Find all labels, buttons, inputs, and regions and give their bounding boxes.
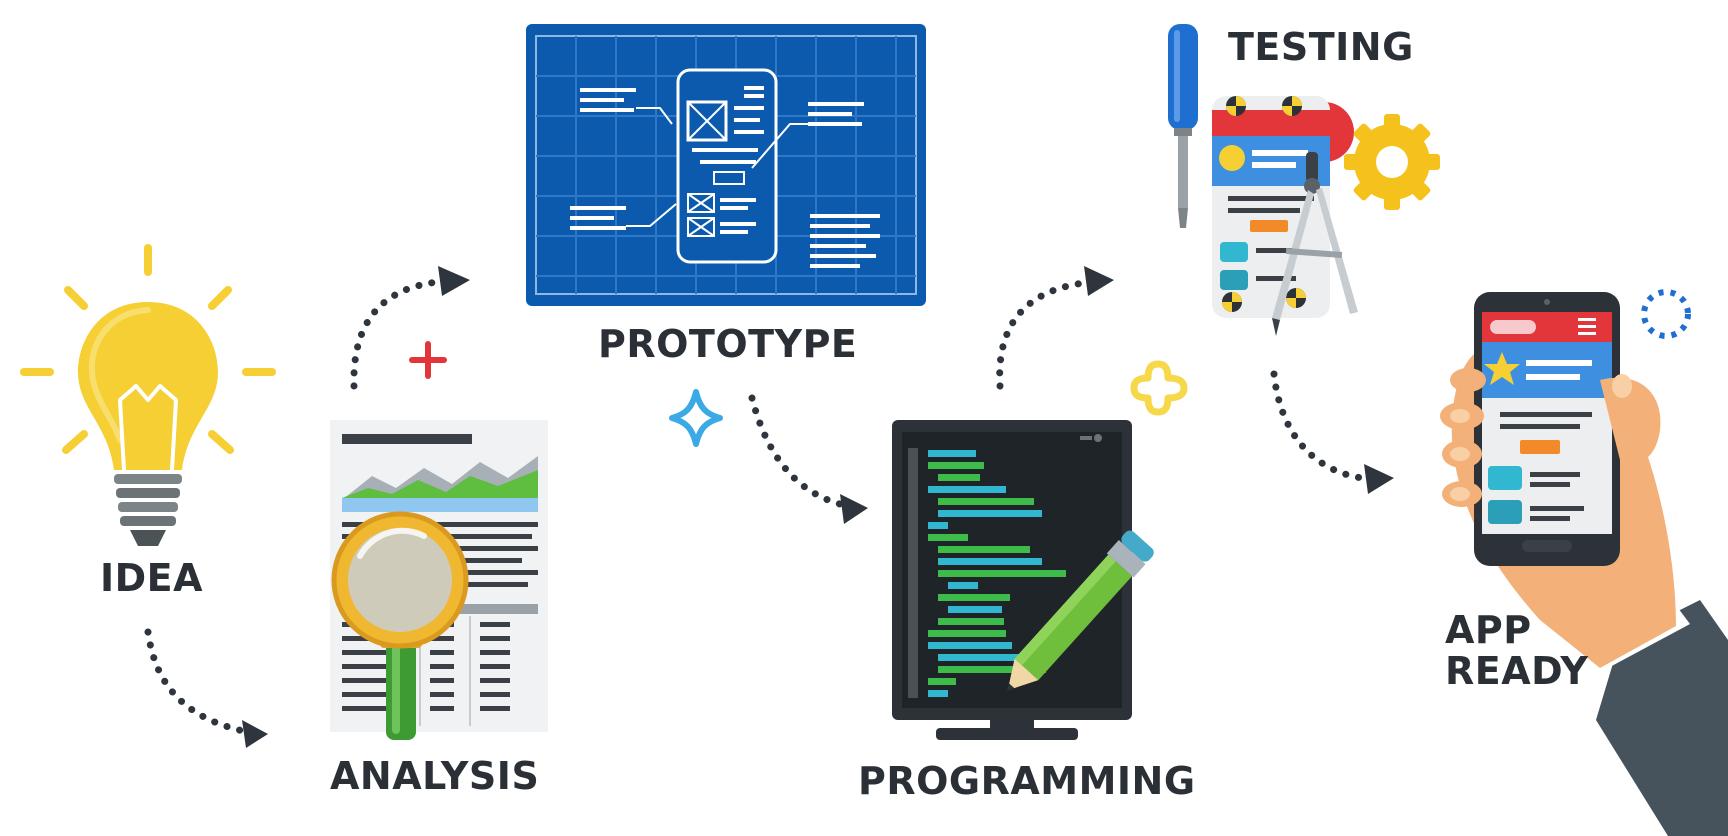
code-line — [938, 594, 1010, 601]
arrow-idea-to-analysis — [144, 628, 252, 736]
code-line — [938, 618, 1004, 625]
sparkle-icon — [669, 389, 723, 447]
test-phone-mockup — [1212, 96, 1330, 318]
arrowhead-programming-to-testing — [1084, 266, 1114, 296]
arrow-analysis-to-prototype — [350, 278, 442, 390]
blueprint-icon — [526, 24, 926, 306]
code-monitor-icon — [892, 420, 1132, 740]
code-line — [948, 582, 978, 589]
arrow-prototype-to-programming — [748, 394, 852, 510]
arrowhead-analysis-to-prototype — [438, 266, 470, 296]
stage-label-programming: PROGRAMMING — [858, 759, 1196, 803]
code-line — [928, 678, 956, 685]
code-line — [938, 570, 1066, 577]
code-line — [928, 486, 1006, 493]
stage-label-idea: IDEA — [100, 556, 204, 600]
stage-label-testing: TESTING — [1228, 25, 1414, 69]
code-line — [938, 654, 1042, 661]
pencil-icon — [1007, 530, 1154, 691]
thumbnail — [1450, 374, 1632, 501]
code-line — [938, 474, 980, 481]
stage-label-app-ready-line1: APP — [1445, 608, 1532, 652]
magnifier-icon — [331, 511, 469, 740]
stage-label-analysis: ANALYSIS — [330, 754, 540, 798]
arrow-programming-to-testing — [996, 278, 1096, 390]
code-line — [938, 558, 1042, 565]
loading-ring-icon — [1641, 289, 1691, 339]
arrowhead-testing-to-app — [1364, 464, 1394, 494]
flow-arrows — [144, 278, 1366, 736]
code-line — [938, 498, 1034, 505]
compass-icon — [1272, 152, 1358, 336]
code-line — [928, 642, 1012, 649]
flow-arrowheads — [242, 266, 1394, 748]
code-line — [938, 546, 1030, 553]
smartphone-icon — [1474, 292, 1620, 566]
code-line — [928, 534, 968, 541]
screwdriver-icon — [1168, 24, 1198, 228]
plus-icon — [409, 341, 447, 379]
arrowhead-idea-to-analysis — [242, 720, 268, 748]
plus-outline-icon — [1130, 360, 1188, 416]
code-line — [928, 450, 976, 457]
code-line — [938, 510, 1042, 517]
code-line — [938, 666, 1046, 673]
lightbulb-icon — [20, 244, 276, 546]
arrowhead-prototype-to-programming — [840, 494, 868, 524]
code-line — [928, 522, 948, 529]
stage-label-app-ready-line2: READY — [1445, 649, 1589, 694]
stage-label-prototype: PROTOTYPE — [598, 322, 858, 366]
stage-label-app-ready: APP READY — [1445, 608, 1589, 694]
code-line — [928, 462, 984, 469]
test-target-markers — [1222, 96, 1306, 312]
code-line — [928, 630, 1006, 637]
code-line — [948, 606, 1002, 613]
arrow-testing-to-app — [1270, 370, 1366, 482]
code-line — [928, 690, 948, 697]
